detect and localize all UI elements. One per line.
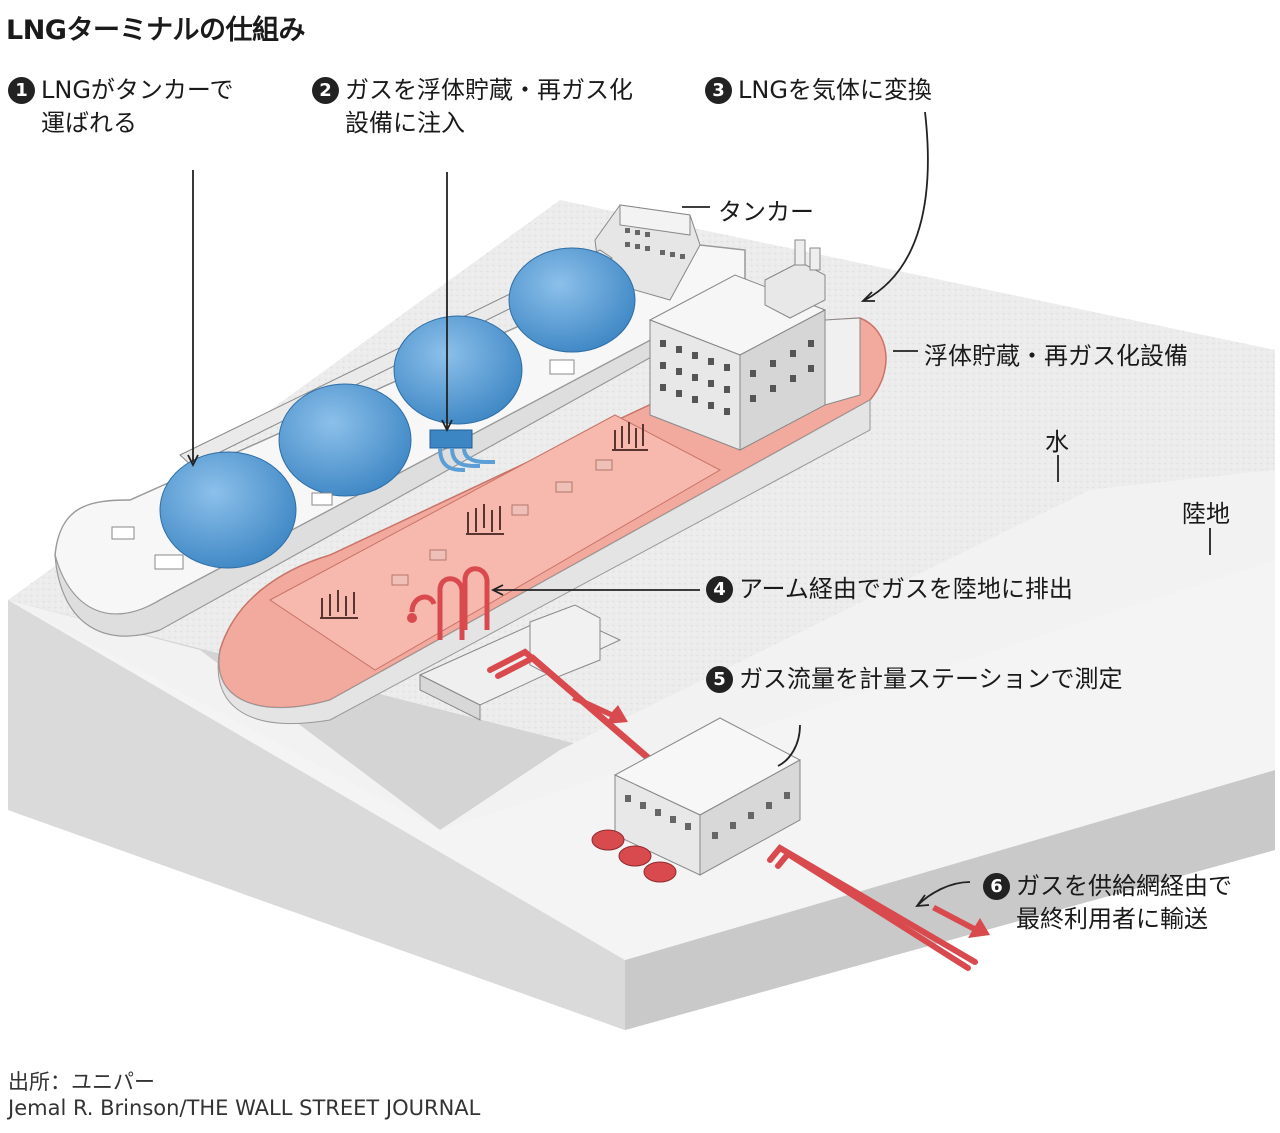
step-number-badge: 6 (983, 873, 1010, 900)
step-1-callout: 1 LNGがタンカーで 運ばれる (8, 74, 233, 140)
step-4-line1: アーム経由でガスを陸地に排出 (739, 575, 1073, 603)
water-label: 水 (1045, 428, 1069, 456)
flow-arrow (572, 695, 990, 938)
lng-tank-dome (393, 315, 523, 425)
tanker (54, 204, 746, 637)
step-number-badge: 1 (8, 77, 35, 104)
step-number-badge: 5 (706, 666, 733, 693)
lng-tank-dome (508, 247, 636, 353)
metering-station (591, 717, 802, 883)
byline-credit: Jemal R. Brinson/THE WALL STREET JOURNAL (8, 1096, 481, 1120)
step-3-callout: 3 LNGを気体に変換 (705, 74, 932, 107)
lng-tank-dome (159, 451, 297, 569)
source-credit: 出所：ユニパー (8, 1070, 155, 1094)
step-1-line2: 運ばれる (41, 109, 137, 137)
step-6-callout: 6 ガスを供給網経由で 最終利用者に輸送 (983, 870, 1232, 936)
step-1-line1: LNGがタンカーで (41, 76, 234, 104)
tanker-label: タンカー (718, 198, 814, 226)
land-label: 陸地 (1182, 500, 1230, 528)
fsru-building (648, 239, 861, 451)
step-number-badge: 4 (706, 576, 733, 603)
step-5-callout: 5 ガス流量を計量ステーションで測定 (706, 663, 1123, 696)
loading-arms (409, 566, 490, 640)
step-2-line1: ガスを浮体貯蔵・再ガス化 (345, 76, 633, 104)
step-number-badge: 3 (705, 77, 732, 104)
pipeline (487, 648, 978, 971)
step-6-line1: ガスを供給網経由で (1016, 872, 1232, 900)
step-4-callout: 4 アーム経由でガスを陸地に排出 (706, 573, 1073, 606)
fsru-label: 浮体貯蔵・再ガス化設備 (924, 342, 1188, 370)
step-6-line2: 最終利用者に輸送 (1016, 905, 1208, 933)
jetty (418, 604, 622, 721)
step-5-line1: ガス流量を計量ステーションで測定 (739, 665, 1123, 693)
fsru (217, 239, 887, 724)
step-3-line1: LNGを気体に変換 (738, 76, 932, 104)
gas-manifold (429, 429, 473, 449)
regas-equipment (320, 422, 648, 619)
step-2-line2: 設備に注入 (345, 109, 465, 137)
lng-tank-dome (278, 383, 412, 497)
tanker-windows (625, 228, 685, 259)
step-number-badge: 2 (312, 77, 339, 104)
page-title: LNGターミナルの仕組み (6, 15, 305, 46)
leader-lines (187, 111, 1211, 908)
land-area (8, 470, 1275, 960)
step-2-callout: 2 ガスを浮体貯蔵・再ガス化 設備に注入 (312, 74, 633, 140)
